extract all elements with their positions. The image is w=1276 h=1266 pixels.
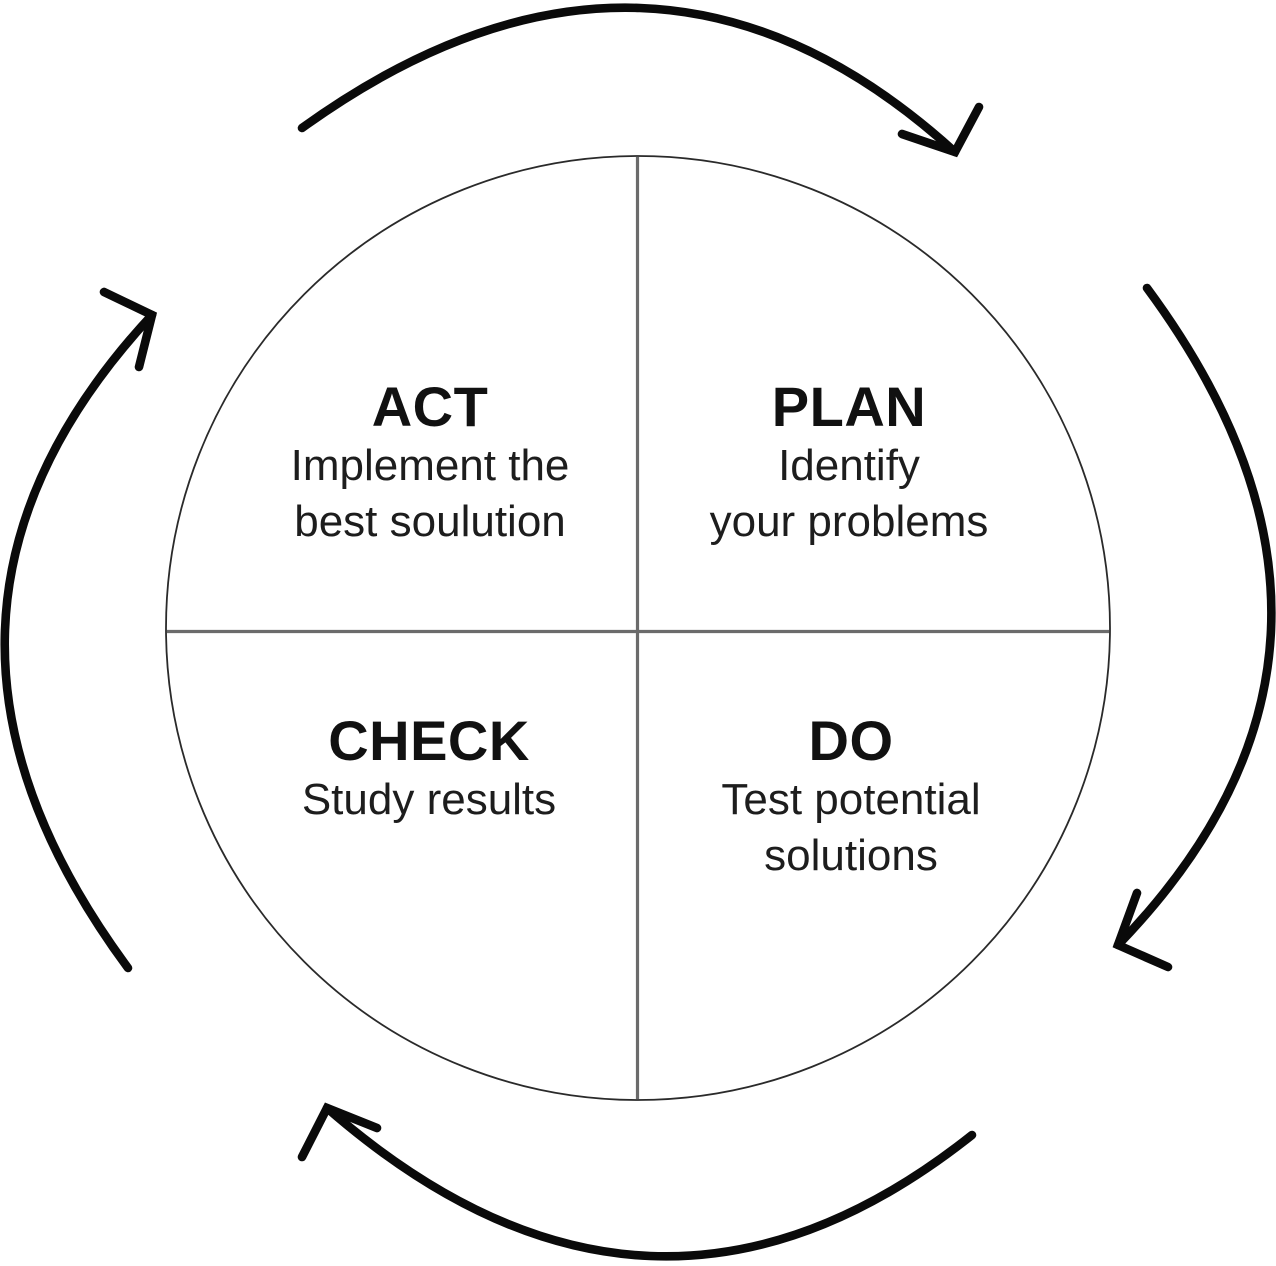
quadrant-plan-line1: Identify [778,441,920,490]
quadrant-check: CHECK Study results [169,710,689,828]
quadrant-act: ACT Implement the best soulution [170,376,690,550]
quadrant-plan-line2: your problems [709,497,989,546]
clockwise-arrow-top-icon [297,3,984,158]
quadrant-act-title: ACT [371,375,489,438]
quadrant-check-title: CHECK [328,709,530,772]
clockwise-arrow-bottom-icon [297,1102,977,1261]
quadrant-do: DO Test potential solutions [591,710,1111,884]
quadrant-plan: PLAN Identify your problems [589,376,1109,550]
clockwise-arrow-left-icon [0,287,158,973]
quadrant-do-line2: solutions [764,831,938,880]
quadrant-do-title: DO [808,709,894,772]
cycle-circle [165,155,1111,1101]
quadrant-do-line1: Test potential [721,775,981,824]
clockwise-arrow-right-icon [1112,283,1276,972]
quadrant-act-line2: best soulution [294,497,566,546]
quadrant-act-line1: Implement the [290,441,570,490]
quadrant-plan-title: PLAN [771,375,927,438]
quadrant-check-line1: Study results [301,775,557,824]
